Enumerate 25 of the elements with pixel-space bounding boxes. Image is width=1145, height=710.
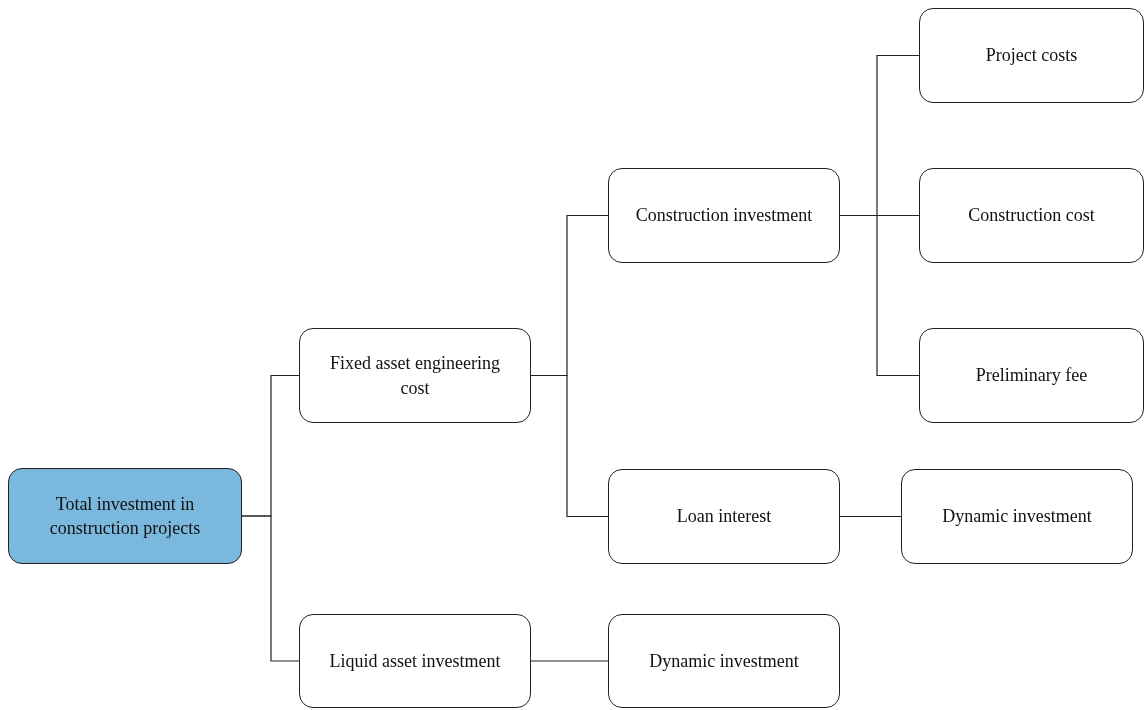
process-box [901,469,1133,564]
process-box [919,8,1144,103]
process-box [608,614,840,708]
node-label: Liquid asset investment [329,649,501,673]
node-label: Dynamic investment [942,505,1092,529]
connector-line [530,374,609,518]
process-box [608,168,840,263]
process-box [299,614,531,708]
process-box [608,469,840,564]
process-box [919,328,1144,423]
node-label: Construction investment [635,204,813,228]
node-label: Preliminary fee [975,364,1088,388]
node-label: Project costs [985,44,1078,68]
process-box [919,168,1144,263]
node-label: Construction cost [968,204,1095,228]
connector-line [839,515,902,518]
node-label: Loan interest [676,505,772,529]
connector-line [241,515,300,662]
node-label: Total investment in construction projects [48,492,202,540]
process-box [299,328,531,423]
node-label: Dynamic investment [649,649,799,673]
connector-line [839,214,920,377]
node-label: Fixed asset engineering cost [329,352,501,400]
root-box [8,468,242,564]
connector-line [530,660,609,662]
